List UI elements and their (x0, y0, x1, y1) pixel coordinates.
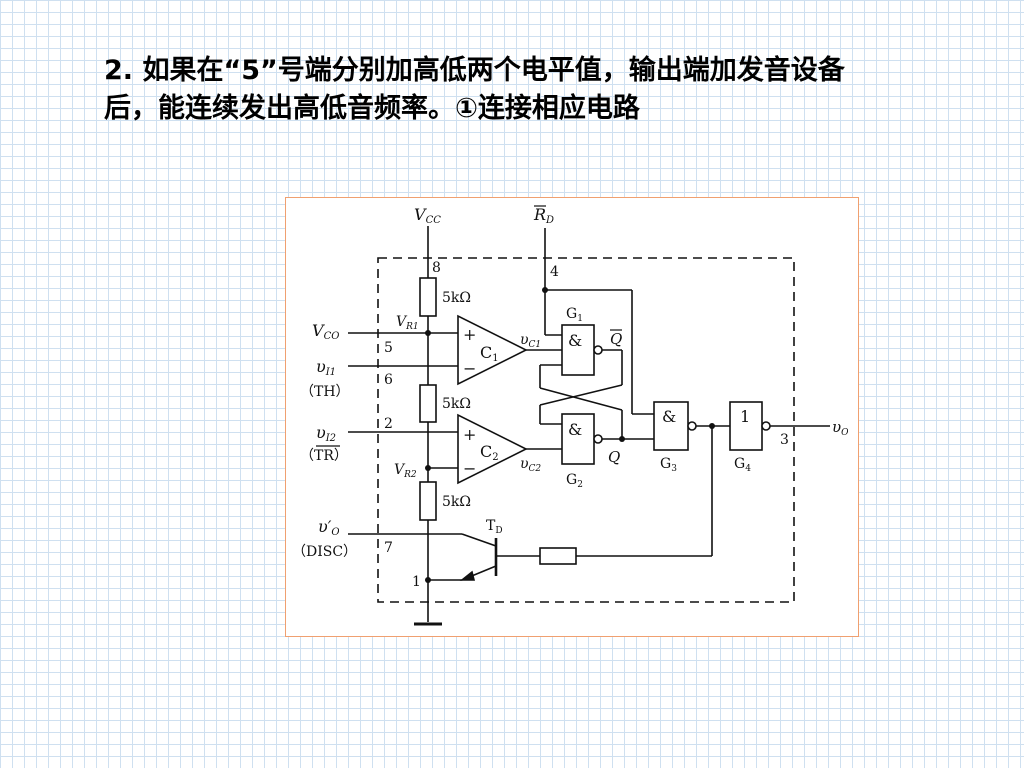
gate-g4-label: G4 (734, 456, 751, 474)
vo-label: υO (832, 418, 849, 438)
chip-boundary (377, 257, 795, 603)
slide-title: 2. 如果在“5”号端分别加高低两个电平值，输出端加发音设备 后，能连续发出高低… (104, 52, 984, 128)
title-line-1: 2. 如果在“5”号端分别加高低两个电平值，输出端加发音设备 (104, 55, 845, 86)
pin-6: 6 (384, 372, 393, 388)
comp1-label: C1 (480, 343, 499, 364)
th-label: （TH） (300, 384, 350, 400)
pin-4: 4 (550, 264, 559, 280)
gate-g2-bubble (593, 434, 603, 444)
vr2-label: VR2 (394, 462, 417, 480)
vi2-label: υI2 (316, 423, 336, 444)
vr1-label: VR1 (396, 314, 419, 332)
q-label: Q (608, 448, 620, 466)
gate-g4 (729, 401, 763, 451)
pin-7: 7 (384, 540, 393, 556)
rd-label: RD (533, 205, 554, 226)
pin-5: 5 (384, 340, 393, 356)
pin-8: 8 (432, 260, 441, 276)
vo-prime-label: υ′O (318, 517, 340, 538)
resistor-r3-label: 5kΩ (442, 494, 471, 510)
vc2-label: υC2 (520, 456, 541, 474)
disc-label: （DISC） (292, 544, 357, 560)
resistor-r2 (419, 384, 437, 423)
comp2-minus: − (463, 459, 476, 478)
gate-g3-label: G3 (660, 456, 677, 474)
comp2-label: C2 (480, 442, 499, 463)
gate-g3-symbol: & (662, 407, 676, 426)
gate-g2-symbol: & (568, 420, 582, 439)
gate-g1-label: G1 (566, 306, 583, 324)
comparator-c1 (457, 314, 528, 386)
gate-g1-bubble (593, 345, 603, 355)
pin-2: 2 (384, 416, 393, 432)
comparator-c2 (457, 413, 528, 485)
resistor-disc (539, 547, 577, 565)
comp2-plus: + (463, 425, 476, 444)
q-bar-label: Q (610, 330, 622, 348)
pin-3: 3 (780, 432, 789, 448)
title-line-2: 后，能连续发出高低音频率。①连接相应电路 (104, 93, 640, 124)
comp1-minus: − (463, 359, 476, 378)
gate-g1 (561, 324, 595, 376)
vcc-label: VCC (414, 205, 441, 226)
resistor-r1-label: 5kΩ (442, 290, 471, 306)
resistor-r1 (419, 277, 437, 317)
pin-1: 1 (412, 574, 421, 590)
vi1-label: υI1 (316, 357, 336, 378)
gate-g3-bubble (687, 421, 697, 431)
gate-g1-symbol: & (568, 331, 582, 350)
resistor-r3 (419, 481, 437, 521)
gate-g4-bubble (761, 421, 771, 431)
td-label: TD (486, 518, 503, 536)
gate-g3 (653, 401, 689, 451)
gate-g4-symbol: 1 (740, 407, 750, 426)
gate-g2-label: G2 (566, 472, 583, 490)
comp1-plus: + (463, 325, 476, 344)
resistor-r2-label: 5kΩ (442, 396, 471, 412)
vco-label: VCO (312, 321, 339, 342)
vc1-label: υC1 (520, 332, 541, 350)
tr-label: （TR） (300, 448, 348, 464)
